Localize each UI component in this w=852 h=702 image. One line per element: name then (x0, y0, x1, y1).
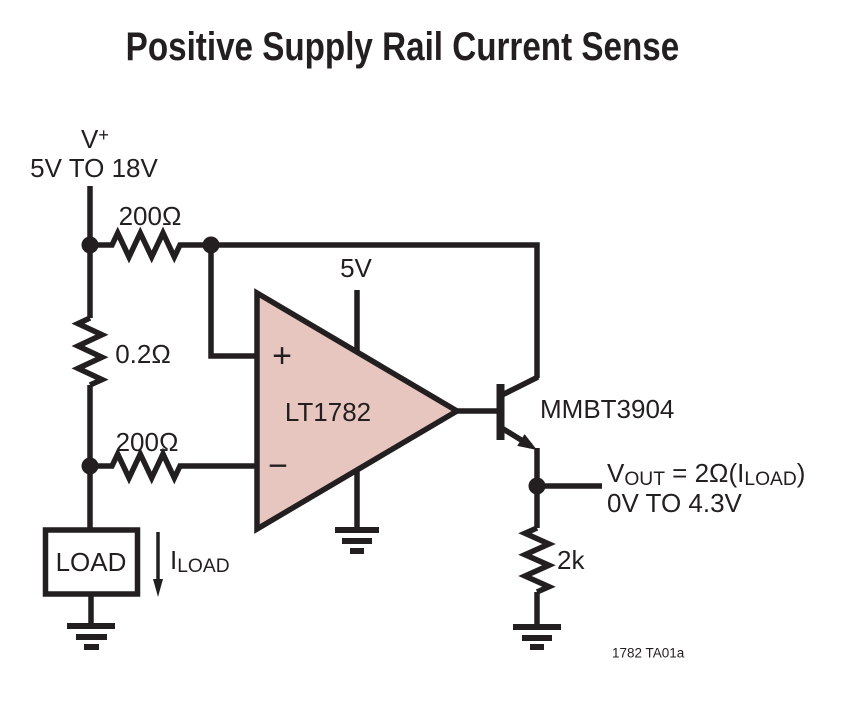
junction-dot-vout (528, 477, 546, 495)
transistor-label: MMBT3904 (540, 394, 675, 424)
transistor-collector-lead (498, 374, 540, 399)
resistor-bottom-label: 200Ω (115, 427, 179, 457)
transistor-emitter-arrowhead (517, 434, 537, 450)
wire-top-to-collector (211, 242, 540, 378)
ground-symbol-load (67, 623, 115, 650)
resistor-sense-label: 0.2Ω (115, 339, 171, 369)
junction-dot-supply-bottom (81, 457, 99, 475)
resistor-top-200-ohm (90, 226, 211, 264)
vout-range-label: 0V TO 4.3V (607, 488, 742, 518)
iload-label: ILOAD (170, 544, 230, 577)
supply-superscript: + (98, 125, 109, 146)
supply-range-label: 5V TO 18V (30, 153, 158, 183)
ground-symbol-2k (513, 624, 561, 650)
opamp-triangle (254, 288, 463, 534)
load-box (42, 527, 141, 597)
vout-equation-label: VOUT = 2Ω(ILOAD) (607, 457, 806, 490)
junction-dot-feedback (202, 236, 220, 254)
opamp-name-label: LT1782 (284, 397, 372, 427)
resistor-bottom-200-ohm (90, 447, 260, 485)
resistor-top-label: 200Ω (118, 201, 182, 231)
opamp-supply-label: 5V (340, 253, 372, 283)
load-box-label: LOAD (55, 547, 127, 577)
junction-dot-supply-top (81, 236, 99, 254)
wire-plus-input (208, 245, 260, 359)
opamp-plus-input-label: + (272, 337, 292, 375)
ground-symbol-opamp (335, 527, 379, 554)
resistor-2k-label: 2k (557, 545, 585, 575)
opamp-minus-input-label: − (268, 447, 288, 485)
resistor-2k (518, 525, 556, 595)
resistor-sense-0p2-ohm (71, 315, 109, 388)
title: Positive Supply Rail Current Sense (125, 25, 680, 69)
figure-reference: 1782 TA01a (612, 645, 685, 661)
supply-name-label: V+ (81, 124, 109, 154)
iload-arrowhead (153, 579, 163, 597)
